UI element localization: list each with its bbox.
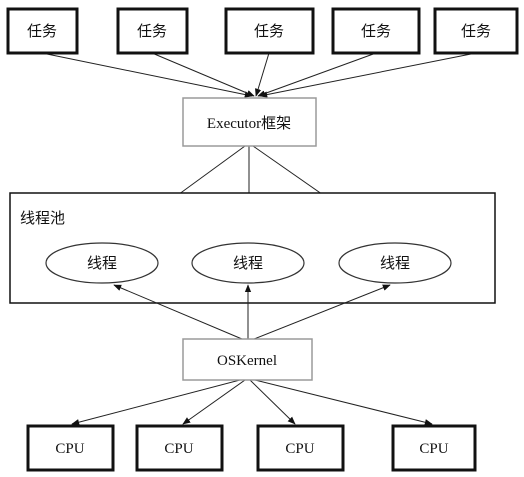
- edge-task-3-executor: [255, 52, 270, 97]
- thread-pool-title: 线程池: [20, 209, 65, 227]
- edge-kernel-cpu-2: [182, 379, 246, 425]
- cpu-3-label: CPU: [285, 441, 314, 457]
- task-5-label: 任务: [461, 22, 491, 40]
- thread-2: 线程: [191, 242, 305, 284]
- edge-kernel-cpu-1: [71, 379, 241, 426]
- kernel-edges: [113, 284, 391, 340]
- task-1-label: 任务: [27, 22, 57, 40]
- task-3-label: 任务: [254, 22, 284, 40]
- cpu-1-label: CPU: [55, 441, 84, 457]
- task-5: 任务: [433, 7, 519, 55]
- cpu-edges: [71, 379, 433, 426]
- task-1: 任务: [6, 7, 79, 55]
- edge-task-2-executor: [151, 52, 255, 97]
- kernel-node: OSKernel: [182, 338, 313, 381]
- edge-kernel-thread-3: [253, 284, 391, 340]
- cpu-1-box: [26, 424, 115, 472]
- thread-2-label: 线程: [233, 254, 263, 272]
- thread-1-label: 线程: [87, 254, 117, 272]
- task-4-label: 任务: [361, 22, 391, 40]
- task-2-box: [116, 7, 189, 55]
- cpu-2-label: CPU: [164, 441, 193, 457]
- thread-1-ellipse: [45, 242, 159, 284]
- executor-node: Executor框架: [182, 97, 317, 147]
- edge-task-4-executor: [257, 52, 377, 97]
- executor-box: [182, 97, 317, 147]
- thread-3: 线程: [338, 242, 452, 284]
- edge-kernel-cpu-3: [249, 379, 296, 425]
- task-4-box: [331, 7, 421, 55]
- task-3-box: [224, 7, 315, 55]
- thread-3-label: 线程: [380, 254, 410, 272]
- edge-task-5-executor: [259, 52, 477, 98]
- task-3: 任务: [224, 7, 315, 55]
- cpu-2-box: [135, 424, 224, 472]
- thread-1: 线程: [45, 242, 159, 284]
- cpu-4-box: [391, 424, 477, 472]
- thread-2-ellipse: [191, 242, 305, 284]
- edge-task-1-executor: [41, 52, 253, 98]
- cpu-1: CPU: [26, 424, 115, 472]
- cpu-4-label: CPU: [419, 441, 448, 457]
- task-edges: [41, 52, 477, 98]
- kernel-box: [182, 338, 313, 381]
- edge-kernel-thread-1: [113, 284, 243, 340]
- edge-kernel-cpu-4: [254, 379, 433, 426]
- task-5-box: [433, 7, 519, 55]
- task-2-label: 任务: [137, 22, 167, 40]
- cpu-3-box: [256, 424, 345, 472]
- task-2: 任务: [116, 7, 189, 55]
- cpu-3: CPU: [256, 424, 345, 472]
- cpu-2: CPU: [135, 424, 224, 472]
- thread-3-ellipse: [338, 242, 452, 284]
- cpu-4: CPU: [391, 424, 477, 472]
- executor-label: Executor框架: [207, 115, 291, 132]
- task-4: 任务: [331, 7, 421, 55]
- kernel-label: OSKernel: [217, 353, 277, 369]
- task-1-box: [6, 7, 79, 55]
